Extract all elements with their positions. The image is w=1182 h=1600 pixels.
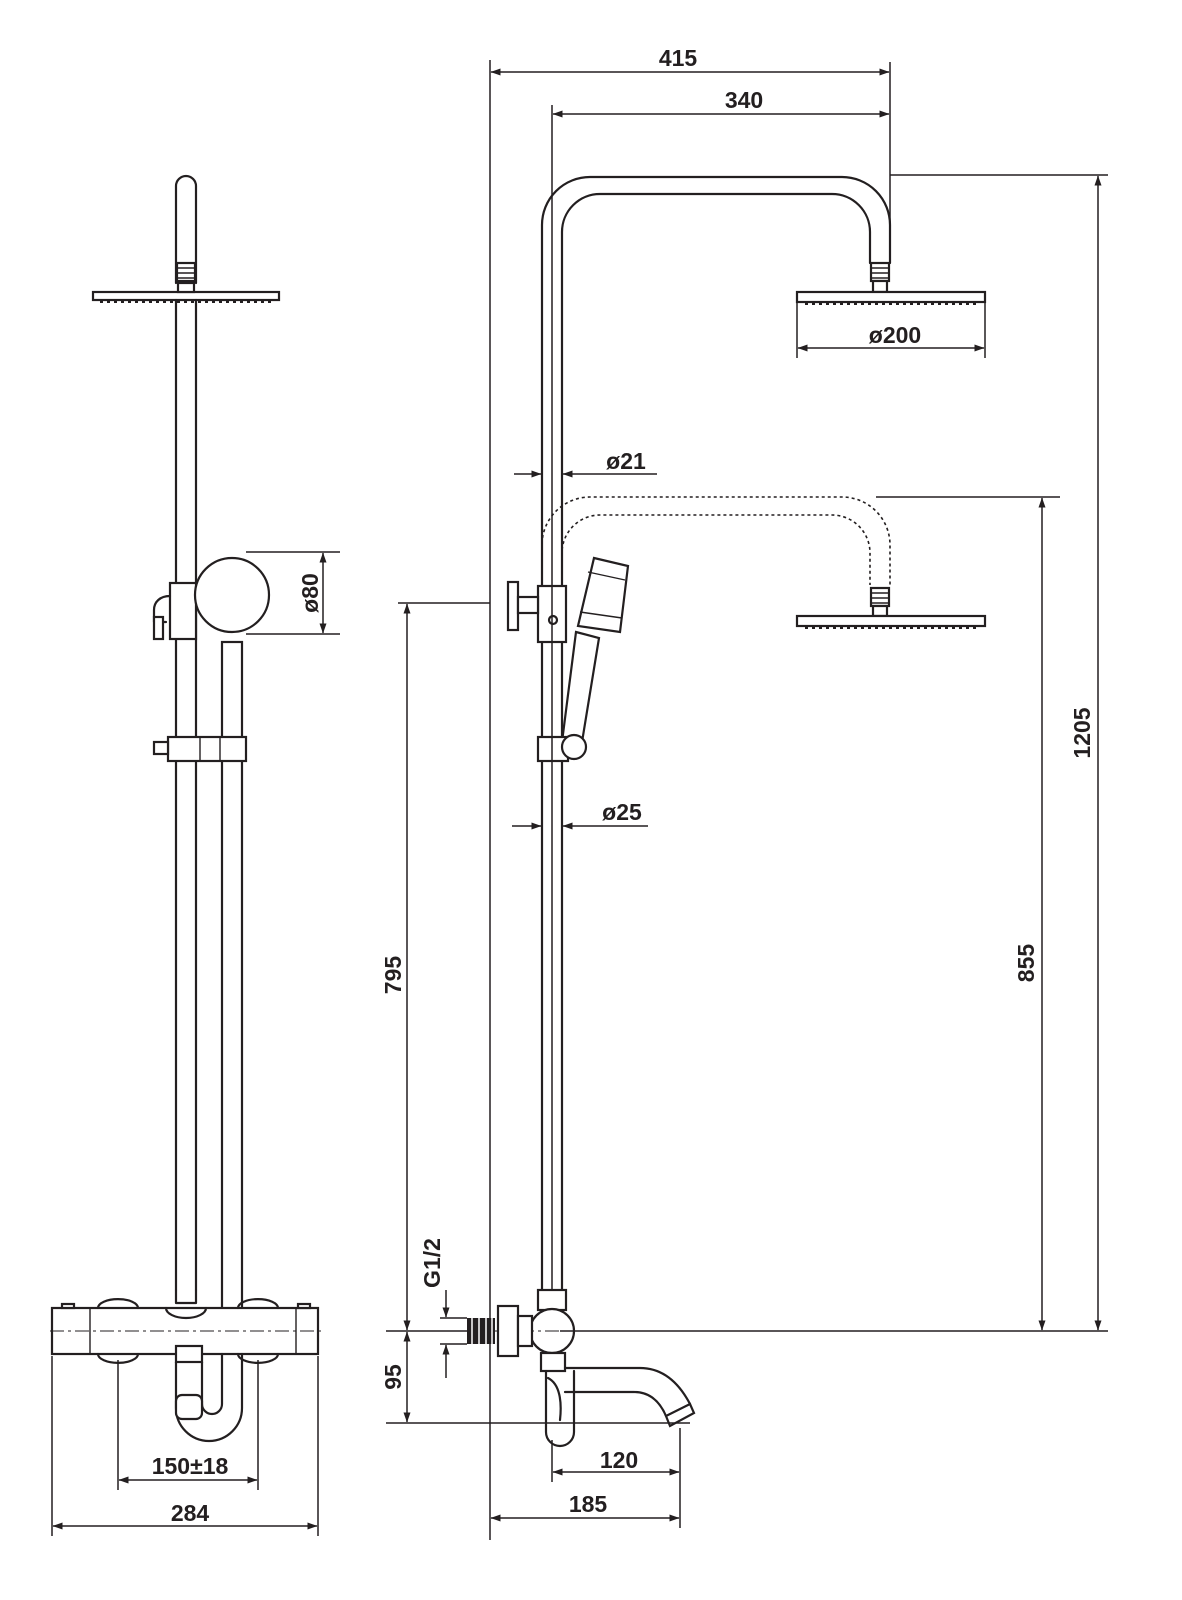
label-120: 120 [600,1447,638,1473]
label-415: 415 [659,45,698,71]
front-shower-head [91,290,281,302]
front-head-nut [175,261,197,283]
label-g12: G1/2 [419,1238,445,1288]
lower-arm-inner [561,514,871,585]
label-21: ø21 [606,448,646,474]
label-284: 284 [171,1500,210,1526]
lower-head-nut [869,586,891,618]
side-riser-arm-inner [560,192,872,1292]
label-80: ø80 [297,573,323,613]
side-diverter [506,580,568,644]
label-185: 185 [569,1491,608,1517]
label-150: 150±18 [152,1453,229,1479]
lower-arm-outer [541,496,891,585]
label-340: 340 [725,87,763,113]
side-shower-head-top [795,290,987,304]
side-view [467,60,987,1540]
front-slider [152,735,248,763]
front-diverter [152,556,271,641]
front-view [50,174,322,1443]
front-spout [174,1344,244,1443]
inlet-thread [467,1318,495,1344]
label-200: ø200 [869,322,921,348]
front-hand-shower-handle [220,640,244,754]
label-795: 795 [380,956,406,995]
side-spout [539,1351,696,1448]
dimension-lines [51,62,1108,1536]
side-head-nozzles-top [805,302,976,305]
side-valve [467,1288,600,1358]
front-riser-top [174,174,198,285]
side-slider [536,733,588,763]
label-95: 95 [380,1364,406,1390]
front-head-nozzles [100,300,271,303]
side-shower-head-lower [795,614,987,628]
label-1205: 1205 [1069,707,1095,758]
side-riser-arm-outer [540,175,892,1292]
dimension-labels: 415 340 ø200 ø21 ø25 ø80 1205 855 795 G1… [152,45,1095,1526]
side-head-nut [869,261,891,294]
side-hand-shower [560,556,630,744]
label-855: 855 [1013,944,1039,983]
front-diverter-knob [193,556,271,634]
side-head-nozzles-lower [805,626,976,629]
label-25: ø25 [602,799,642,825]
